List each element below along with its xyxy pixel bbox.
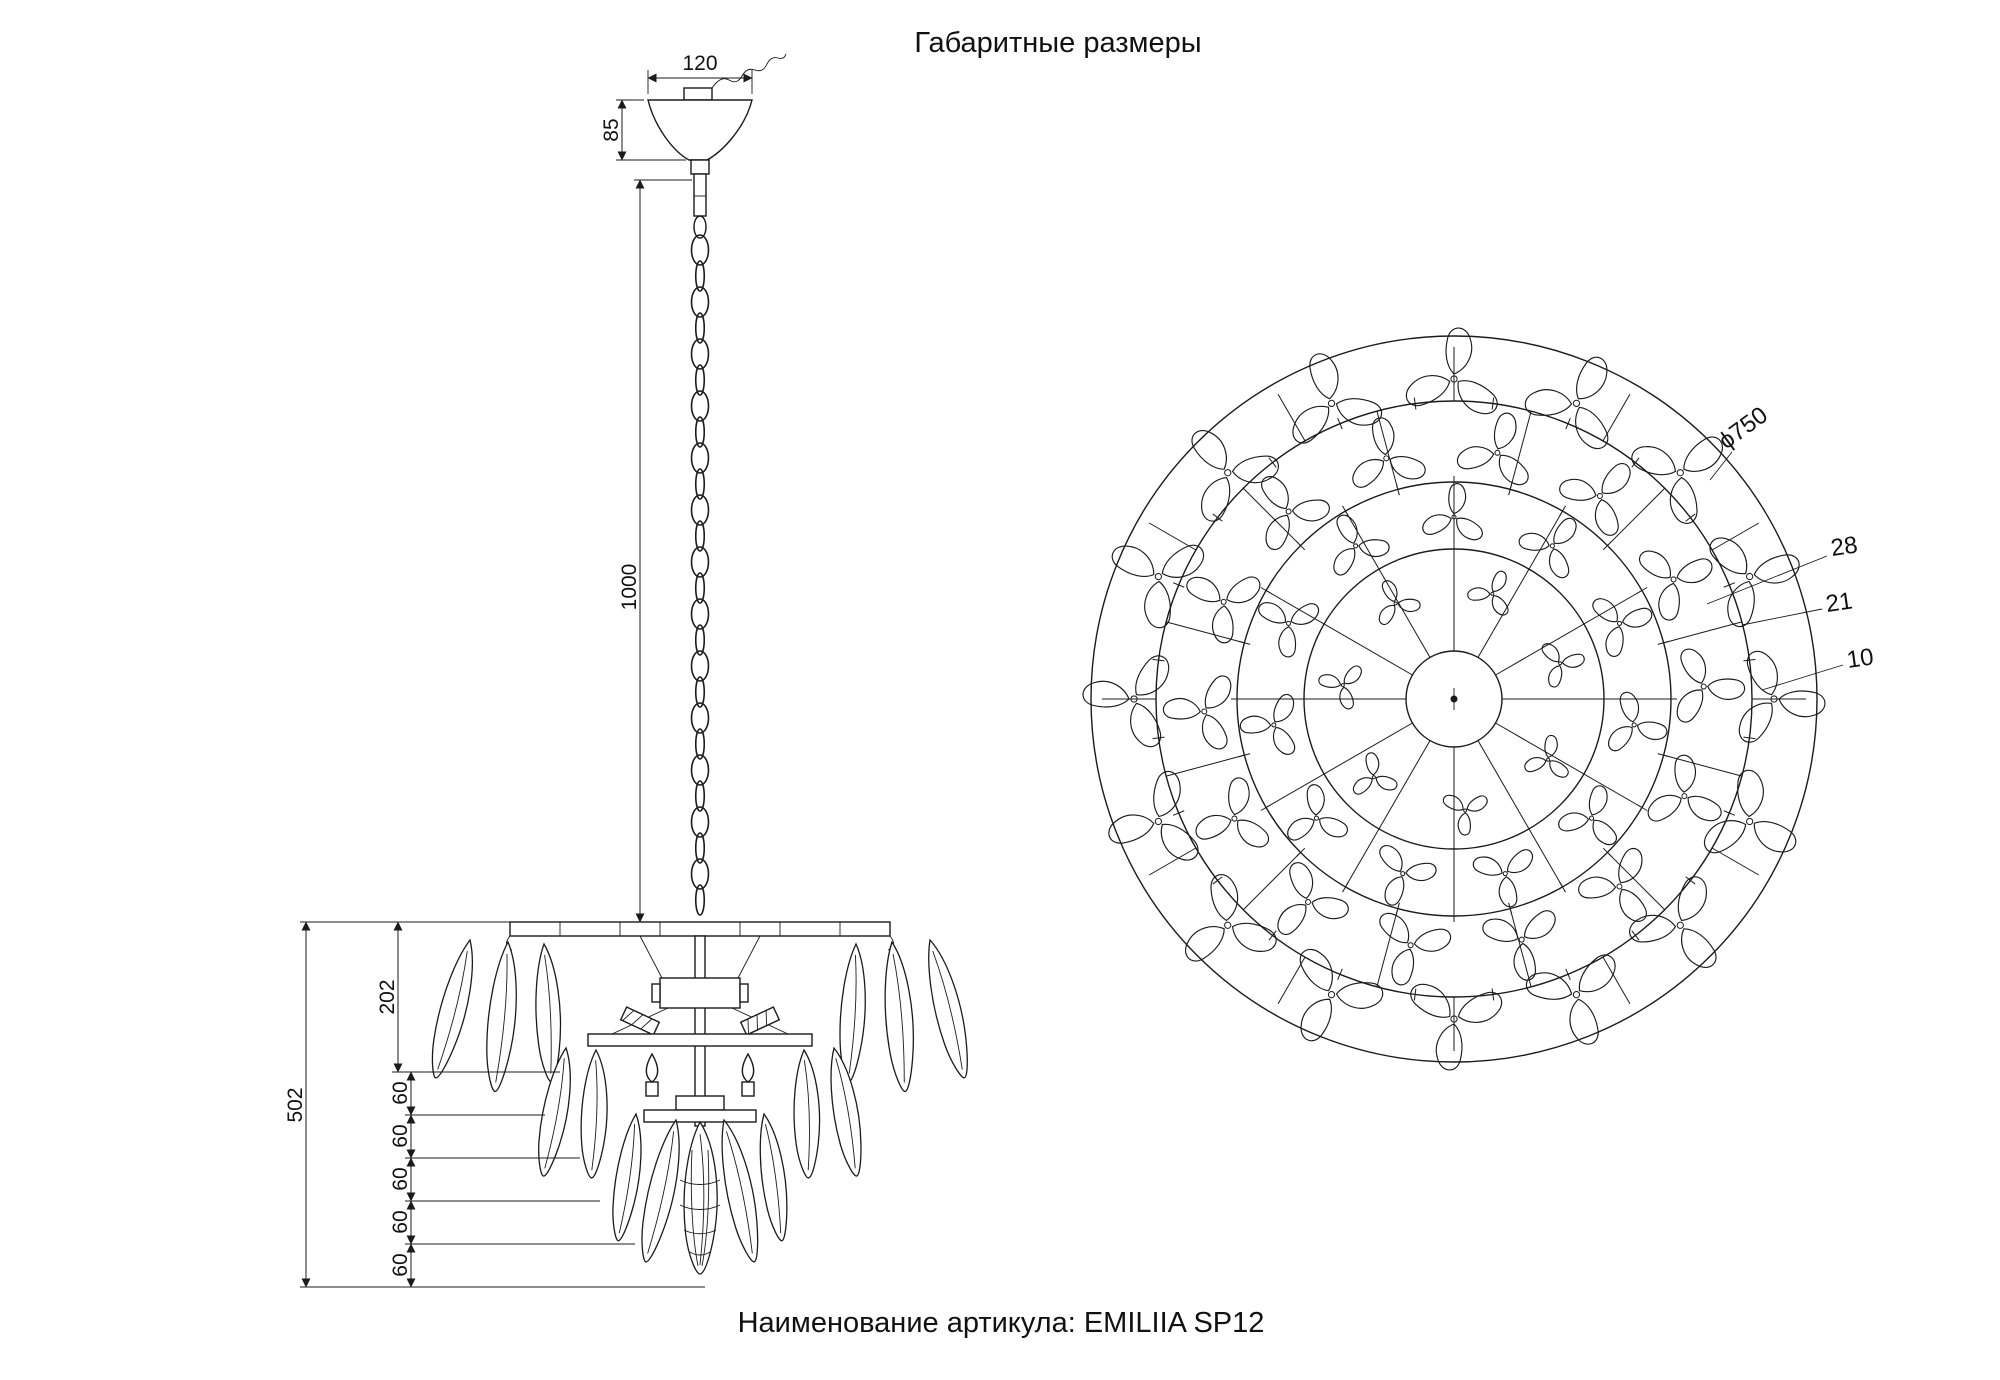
- article-caption: Наименование артикула: EMILIIA SP12: [738, 1307, 1265, 1339]
- page-title: Габаритные размеры: [914, 27, 1201, 59]
- ceiling-canopy: [647, 53, 787, 239]
- hub-box: [659, 977, 741, 1009]
- candle-bulb-left: [645, 1052, 659, 1097]
- dimension-202: 202: [300, 921, 560, 1073]
- dim-60-label-2: 60: [389, 1124, 412, 1147]
- dim-60-label-5: 60: [389, 1253, 412, 1276]
- dim-21-label: 21: [1824, 587, 1854, 617]
- chandelier-body: [422, 921, 979, 1275]
- top-view-rings: [1090, 335, 1818, 1063]
- dim-120-label: 120: [682, 52, 717, 75]
- dim-diameter-label: ϕ750: [1714, 402, 1773, 455]
- candle-bulb-right: [741, 1052, 755, 1097]
- dim-1000-label: 1000: [618, 564, 641, 611]
- dim-502-label: 502: [284, 1087, 307, 1122]
- dimension-60-stack: 60 60 60 60 60: [389, 1071, 635, 1288]
- dim-60-label-1: 60: [389, 1081, 412, 1104]
- glass-leaves: [422, 935, 979, 1275]
- dim-10-label: 10: [1845, 643, 1875, 673]
- lamp-holder-right: [739, 1006, 781, 1036]
- top-view: ϕ750 28 21 10: [1083, 328, 1875, 1070]
- dimension-1000: 1000: [618, 179, 692, 923]
- side-view: 120 85 1000 202 502: [284, 52, 979, 1288]
- top-ring: [509, 921, 891, 937]
- dimension-85: 85: [600, 99, 686, 161]
- lamp-holder-left: [619, 1006, 661, 1036]
- radial-spokes: [1102, 347, 1806, 1051]
- dim-60-label-4: 60: [389, 1210, 412, 1233]
- dim-85-label: 85: [600, 118, 623, 141]
- chain: [690, 234, 710, 916]
- dim-202-label: 202: [376, 979, 399, 1014]
- dim-28-label: 28: [1829, 531, 1859, 561]
- dimension-120: 120: [647, 52, 753, 94]
- dim-60-label-3: 60: [389, 1167, 412, 1190]
- top-view-callouts: ϕ750 28 21 10: [1706, 402, 1875, 691]
- middle-ring: [587, 1033, 813, 1047]
- dimension-502: 502: [284, 921, 705, 1288]
- lower-ring: [643, 1109, 757, 1123]
- mounting-box: [683, 87, 713, 101]
- power-wire: [711, 53, 787, 89]
